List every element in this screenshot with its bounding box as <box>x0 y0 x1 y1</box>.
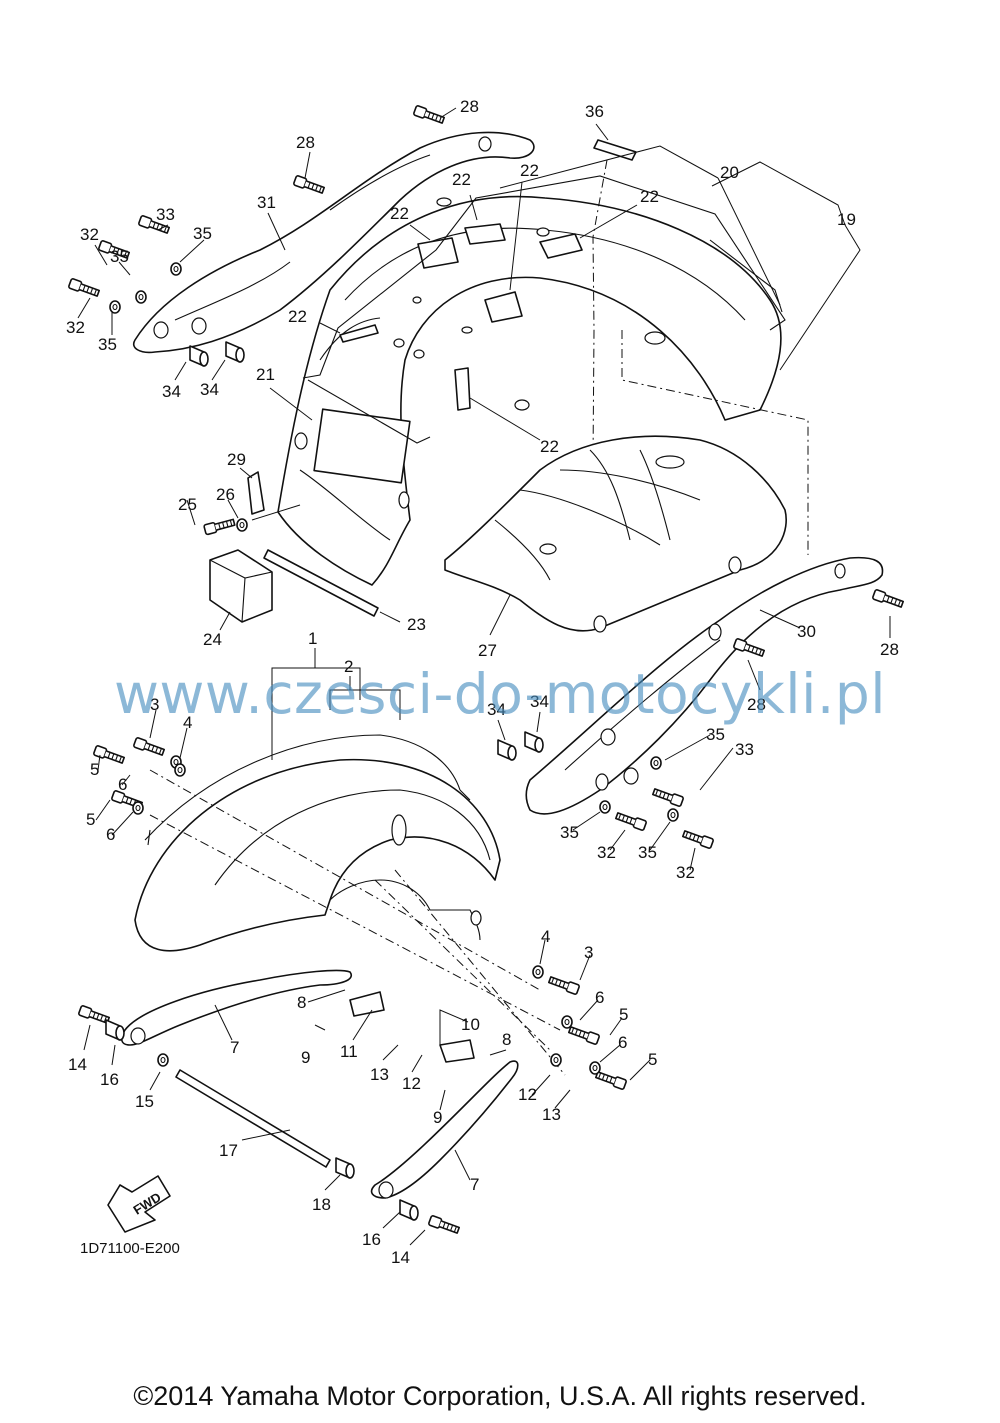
callout-32: 32 <box>66 318 85 337</box>
callout-5: 5 <box>648 1050 657 1069</box>
callout-34: 34 <box>200 380 219 399</box>
copyright-notice: ©2014 Yamaha Motor Corporation, U.S.A. A… <box>133 1381 867 1411</box>
callout-12: 12 <box>518 1085 537 1104</box>
callout-17: 17 <box>219 1141 238 1160</box>
rear-brace-right <box>525 556 884 815</box>
callout-labels: 28 28 36 20 19 31 33 32 35 35 32 35 34 3… <box>66 97 899 1267</box>
rear-fender <box>277 195 782 586</box>
callout-22: 22 <box>390 204 409 223</box>
callout-36: 36 <box>585 102 604 121</box>
leader-lines <box>77 107 891 1246</box>
callout-28: 28 <box>747 695 766 714</box>
callout-29: 29 <box>227 450 246 469</box>
front-fender <box>134 758 501 952</box>
callout-4: 4 <box>541 927 550 946</box>
callout-19: 19 <box>837 210 856 229</box>
callout-9: 9 <box>433 1108 442 1127</box>
callout-28: 28 <box>296 133 315 152</box>
callout-33: 33 <box>156 205 175 224</box>
callout-13: 13 <box>370 1065 389 1084</box>
callout-34: 34 <box>530 692 549 711</box>
callout-22: 22 <box>640 187 659 206</box>
callout-16: 16 <box>100 1070 119 1089</box>
callout-14: 14 <box>68 1055 87 1074</box>
callout-26: 26 <box>216 485 235 504</box>
callout-32: 32 <box>597 843 616 862</box>
callout-27: 27 <box>478 641 497 660</box>
callout-33: 33 <box>735 740 754 759</box>
callout-20: 20 <box>720 163 739 182</box>
callout-24: 24 <box>203 630 222 649</box>
callout-14: 14 <box>391 1248 410 1267</box>
front-fender-assembly <box>134 734 566 1076</box>
callout-2: 2 <box>344 657 353 676</box>
callout-22: 22 <box>452 170 471 189</box>
callout-10: 10 <box>461 1015 480 1034</box>
callout-8: 8 <box>502 1030 511 1049</box>
callout-6: 6 <box>106 825 115 844</box>
callout-32: 32 <box>676 863 695 882</box>
callout-6: 6 <box>618 1033 627 1052</box>
callout-28: 28 <box>460 97 479 116</box>
callout-16: 16 <box>362 1230 381 1249</box>
callout-35: 35 <box>98 335 117 354</box>
callout-9: 9 <box>301 1048 310 1067</box>
callout-7: 7 <box>230 1038 239 1057</box>
callout-15: 15 <box>135 1092 154 1111</box>
callout-8: 8 <box>297 993 306 1012</box>
callout-7: 7 <box>470 1175 479 1194</box>
callout-35: 35 <box>560 823 579 842</box>
callout-22: 22 <box>520 161 539 180</box>
callout-34: 34 <box>487 700 506 719</box>
rear-fender-assembly <box>277 139 809 586</box>
callout-13: 13 <box>542 1105 561 1124</box>
callout-1: 1 <box>308 629 317 648</box>
callout-5: 5 <box>90 760 99 779</box>
front-fender-stays <box>120 969 519 1199</box>
callout-23: 23 <box>407 615 426 634</box>
callout-30: 30 <box>797 622 816 641</box>
callout-35: 35 <box>638 843 657 862</box>
callout-3: 3 <box>584 943 593 962</box>
callout-18: 18 <box>312 1195 331 1214</box>
callout-21: 21 <box>256 365 275 384</box>
rear-small-parts <box>209 471 379 623</box>
callout-5: 5 <box>619 1005 628 1024</box>
rear-fender-lower <box>444 435 787 633</box>
rear-brace-left <box>133 131 535 354</box>
callout-31: 31 <box>257 193 276 212</box>
callout-12: 12 <box>402 1074 421 1093</box>
callout-5: 5 <box>86 810 95 829</box>
diagram-code: 1D71100-E200 <box>80 1240 180 1257</box>
callout-6: 6 <box>118 775 127 794</box>
callout-34: 34 <box>162 382 181 401</box>
callout-35: 35 <box>110 247 129 266</box>
callout-3: 3 <box>150 695 159 714</box>
callout-35: 35 <box>706 725 725 744</box>
callout-4: 4 <box>183 713 192 732</box>
callout-22: 22 <box>540 437 559 456</box>
callout-35: 35 <box>193 224 212 243</box>
callout-25: 25 <box>178 495 197 514</box>
callout-11: 11 <box>340 1042 358 1061</box>
forward-arrow-icon: FWD <box>107 1175 171 1233</box>
callout-32: 32 <box>80 225 99 244</box>
callout-22: 22 <box>288 307 307 326</box>
callout-6: 6 <box>595 988 604 1007</box>
callout-28: 28 <box>880 640 899 659</box>
